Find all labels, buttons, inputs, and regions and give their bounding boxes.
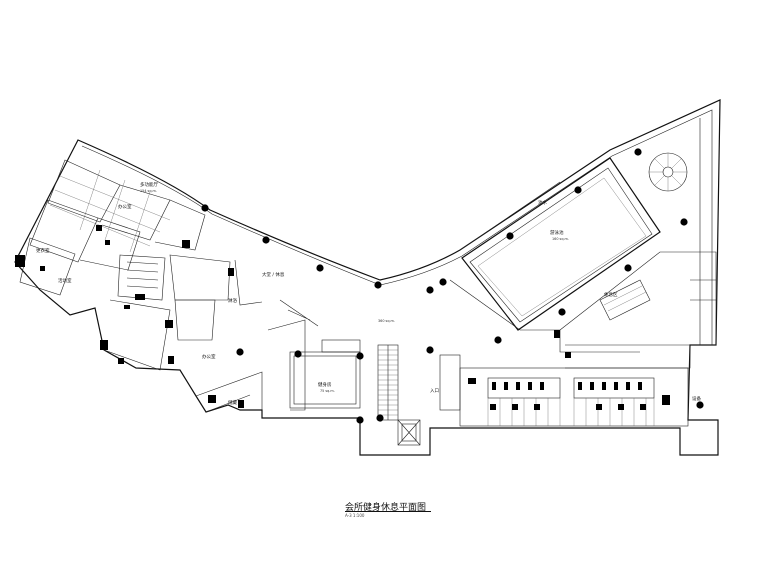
fitness-name: 健身房 [318, 381, 332, 388]
lobby-name: 大堂 / 休息 [262, 271, 285, 278]
columns [201, 148, 704, 424]
left-room-2: 活动室 [58, 277, 72, 284]
spiral-stair [648, 152, 688, 192]
left-wing [19, 159, 263, 413]
entrance-label: 入口 [430, 388, 439, 394]
pool-area: 160 sq.m. [552, 237, 569, 241]
swimming-pool [449, 157, 661, 353]
upper-room-area: 154 sq.m. [140, 189, 157, 193]
room-labels: 池水 游泳池 160 sq.m. 大堂 / 休息 360 sq.m. 办公室 更… [36, 181, 701, 406]
left-room-3: 办公室 [118, 203, 132, 210]
drawing-title: 会所健身休息平面图 [345, 503, 427, 513]
drawing-scale: A-3 1:100 [345, 513, 365, 518]
wall-stubs [15, 225, 244, 408]
pool-name: 游泳池 [550, 229, 564, 236]
left-room-4: 储藏 [228, 399, 237, 406]
left-room-1: 更衣室 [36, 247, 50, 254]
center-area: 360 sq.m. [378, 319, 395, 323]
office-name: 办公室 [202, 353, 216, 360]
right-room-label: 休息区 [604, 291, 618, 298]
bath-label: 淋浴 [228, 297, 237, 304]
center-block [267, 299, 421, 446]
title-underline [345, 511, 431, 512]
right-room-2-label: 设备 [692, 395, 701, 402]
right-block [439, 251, 717, 427]
upper-room-name: 多功能厅 [140, 181, 158, 188]
pool-top-label: 池水 [538, 199, 547, 206]
outer-walls [14, 99, 721, 456]
washroom-fixtures [468, 330, 670, 410]
fitness-area: 75 sq.m. [320, 389, 335, 393]
